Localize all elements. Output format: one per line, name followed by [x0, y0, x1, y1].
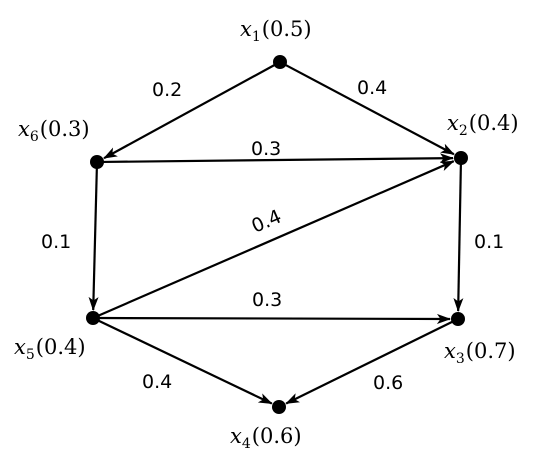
- edge-weight-x5-x4: 0.4: [142, 371, 172, 393]
- node-index-x5: 5: [26, 347, 35, 363]
- node-labels: x1(0.5)x2(0.4)x3(0.7)x4(0.6)x5(0.4)x6(0.…: [14, 17, 519, 452]
- edge-x5-x4: [97, 319, 273, 405]
- nodes: [86, 55, 468, 414]
- edge-x5-x2: [98, 160, 455, 317]
- node-var-x2: x: [447, 111, 459, 135]
- node-var-x5: x: [14, 335, 26, 359]
- node-var-x1: x: [240, 17, 252, 41]
- edge-weight-x1-x2: 0.4: [357, 77, 387, 99]
- edge-weight-x5-x2: 0.4: [248, 206, 284, 238]
- edge-x3-x4: [285, 320, 454, 405]
- node-label-x3: x3(0.7): [444, 339, 516, 367]
- node-index-x2: 2: [459, 123, 468, 139]
- node-index-x3: 3: [456, 351, 465, 367]
- node-index-x1: 1: [252, 29, 261, 45]
- edge-weight-x6-x2: 0.3: [251, 138, 281, 160]
- node-x2: [454, 151, 468, 165]
- node-label-x5: x5(0.4): [14, 335, 86, 363]
- node-x6: [90, 155, 104, 169]
- node-weight-x5: (0.4): [36, 335, 86, 359]
- node-var-x4: x: [230, 424, 242, 448]
- edge-x5-x3: [98, 313, 452, 324]
- edge-weight-x2-x3: 0.1: [474, 231, 504, 253]
- node-weight-x3: (0.7): [466, 339, 516, 363]
- edge-weight-x6-x5: 0.1: [41, 231, 71, 253]
- node-weight-x4: (0.6): [252, 424, 302, 448]
- edge-weight-x3-x4: 0.6: [373, 372, 403, 394]
- node-x1: [273, 55, 287, 69]
- node-index-x4: 4: [242, 436, 251, 452]
- node-weight-x1: (0.5): [262, 17, 312, 41]
- edge-x1-x2: [284, 63, 455, 156]
- node-x4: [272, 400, 286, 414]
- node-label-x2: x2(0.4): [447, 111, 519, 139]
- edge-x2-x3: [453, 163, 464, 313]
- edge-x6-x2: [102, 153, 455, 164]
- node-label-x4: x4(0.6): [230, 424, 302, 452]
- node-var-x6: x: [18, 117, 30, 141]
- node-index-x6: 6: [30, 129, 39, 145]
- edge-x1-x6: [103, 63, 276, 160]
- node-label-x6: x6(0.3): [18, 117, 90, 145]
- edge-weight-x5-x3: 0.3: [252, 289, 282, 311]
- edge-x6-x5: [88, 167, 99, 312]
- node-weight-x6: (0.3): [40, 117, 90, 141]
- node-label-x1: x1(0.5): [240, 17, 312, 45]
- node-weight-x2: (0.4): [469, 111, 519, 135]
- edge-weight-x1-x6: 0.2: [152, 79, 182, 101]
- edges: 0.2 0.4 0.3 0.1 0.4 0.1 0.3 0.4 0.6: [41, 63, 504, 405]
- node-x5: [86, 311, 100, 325]
- node-var-x3: x: [444, 339, 456, 363]
- node-x3: [451, 312, 465, 326]
